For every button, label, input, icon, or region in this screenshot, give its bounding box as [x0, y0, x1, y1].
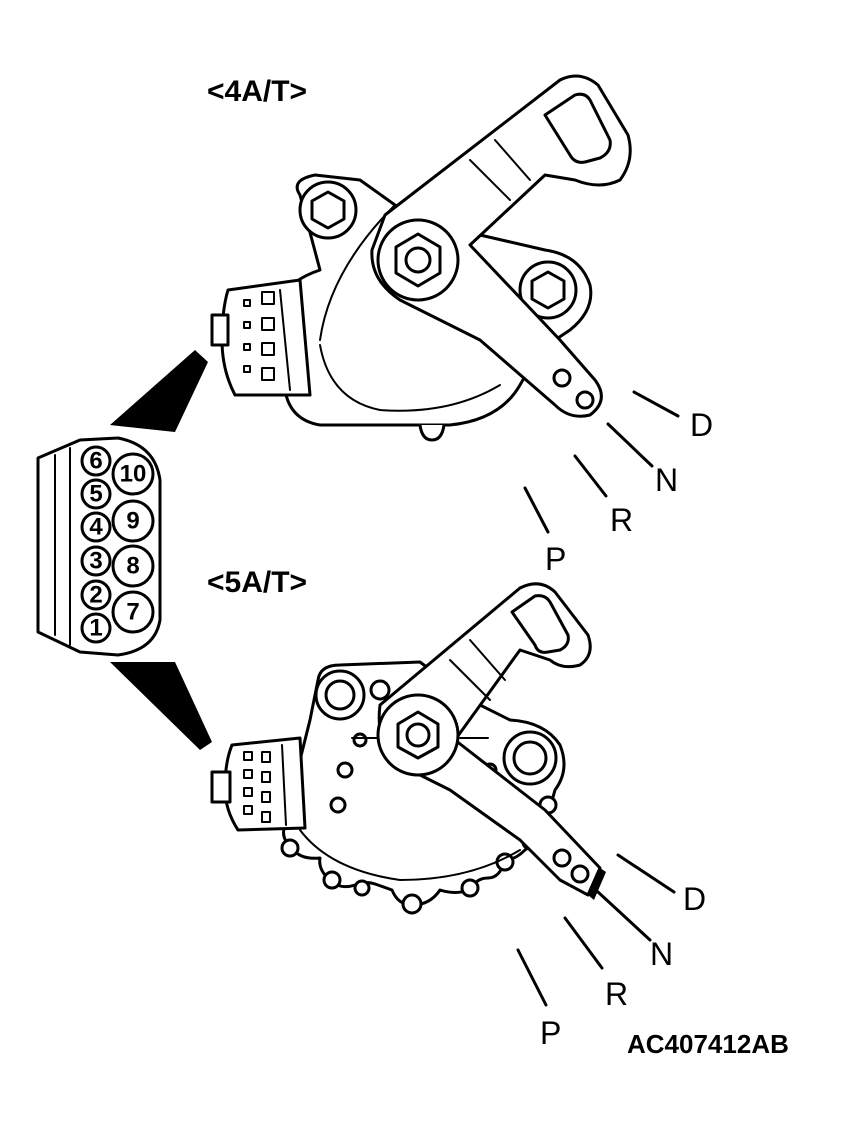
- lever-hole-1-5at: [552, 848, 572, 868]
- position-d-5at: D: [683, 881, 706, 917]
- bolt-right-5at: [502, 730, 558, 786]
- lever-tip-5at: [588, 868, 606, 900]
- bolt-small-5at: [369, 679, 391, 701]
- callout-arrow-lower: [110, 662, 212, 750]
- lever-4at: [370, 74, 632, 418]
- housing-arc-4at: [319, 344, 501, 412]
- housing-nub-4at: [418, 424, 446, 442]
- position-d-4at: D: [690, 407, 713, 443]
- heading-4at: <4A/T>: [207, 75, 307, 108]
- bolt-right-4at: [518, 260, 578, 320]
- bolt-left-4at: [298, 180, 358, 240]
- lever-hole-2-4at: [575, 390, 595, 410]
- callout-arrow-upper: [110, 350, 208, 432]
- leader-r-4at: [573, 454, 608, 498]
- lever-slot-4at: [543, 92, 612, 164]
- pin-4: 4: [89, 514, 103, 541]
- lever-slot-5at: [510, 594, 570, 654]
- position-n-5at: N: [650, 936, 673, 972]
- switch-5at: [210, 582, 676, 1007]
- pin-1: 1: [89, 615, 102, 642]
- position-r-5at: R: [605, 976, 628, 1012]
- leader-d-4at: [632, 390, 680, 418]
- pin-3: 3: [89, 548, 102, 575]
- position-p-5at: P: [540, 1015, 561, 1051]
- connector-pinout: 6 5 4 3 2 1 10 9 8 7: [36, 436, 162, 657]
- position-p-4at: P: [545, 541, 566, 577]
- hub-nut-5at: [376, 693, 460, 777]
- pin-2: 2: [89, 582, 102, 609]
- pin-8: 8: [126, 553, 139, 580]
- bolt-left-5at: [314, 669, 366, 721]
- housing-5at: [282, 660, 566, 907]
- leader-n-5at: [596, 890, 652, 942]
- figure-code: AC407412AB: [627, 1029, 789, 1059]
- hub-nut-4at: [376, 218, 460, 302]
- pin-10: 10: [120, 461, 147, 488]
- leader-d-5at: [616, 853, 676, 894]
- lever-hole-2-5at: [570, 864, 590, 884]
- leader-p-5at: [516, 948, 548, 1007]
- pin-7: 7: [126, 599, 139, 626]
- switch-4at: [210, 74, 680, 534]
- lever-hole-1-4at: [552, 368, 572, 388]
- leader-r-5at: [563, 916, 604, 970]
- connector-4at: [210, 278, 312, 397]
- position-n-4at: N: [655, 462, 678, 498]
- pin-6: 6: [89, 448, 102, 475]
- connector-5at: [210, 736, 307, 832]
- heading-5at: <5A/T>: [207, 566, 307, 599]
- pin-5: 5: [89, 481, 102, 508]
- pin-9: 9: [126, 508, 139, 535]
- leader-p-4at: [523, 486, 550, 534]
- housing-arc-5at: [299, 829, 521, 881]
- lever-edge-4at: [319, 204, 396, 341]
- position-r-4at: R: [610, 502, 633, 538]
- leader-n-4at: [606, 422, 654, 468]
